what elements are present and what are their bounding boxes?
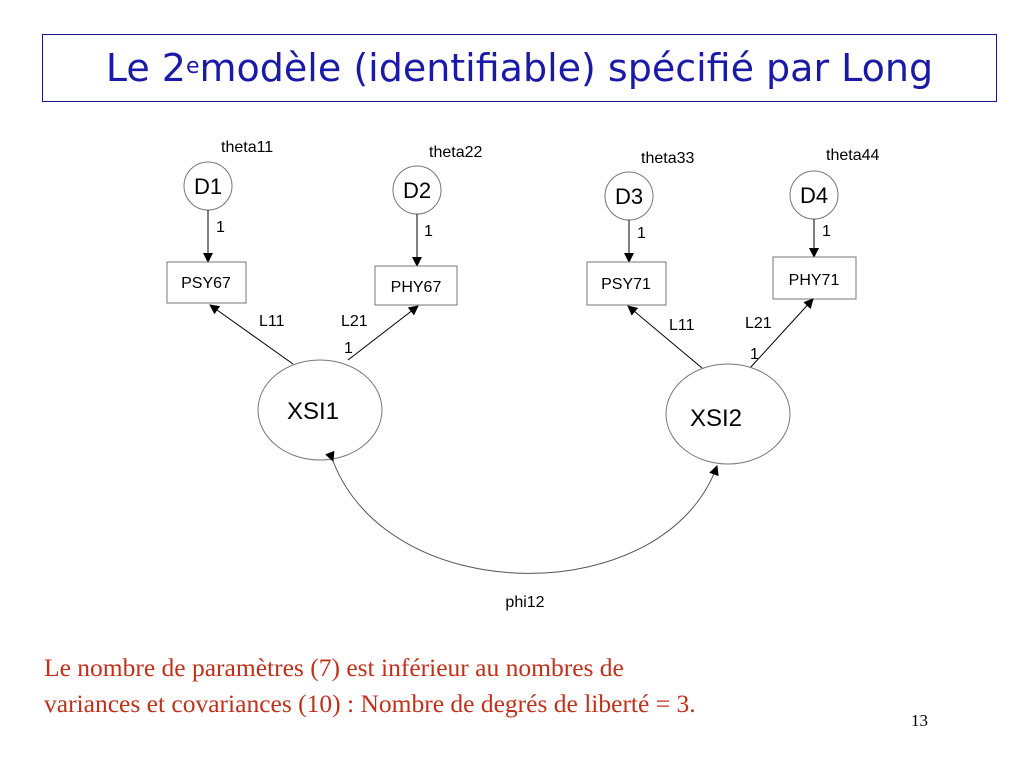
coef-d3: 1 [637, 225, 646, 242]
indicator-psy71: PSY71 [586, 261, 667, 306]
theta-label-4: theta44 [826, 147, 879, 164]
indicator-psy67-label: PSY67 [181, 275, 231, 292]
covariance-curve [325, 450, 719, 574]
title-superscript: e [185, 53, 200, 79]
disturbance-d4: D4 [789, 170, 839, 220]
coef-d1: 1 [216, 219, 225, 236]
theta-label-1: theta11 [221, 139, 273, 156]
indicator-phy67-label: PHY67 [391, 279, 442, 296]
page-number: 13 [911, 711, 928, 730]
theta-label-3: theta33 [641, 150, 694, 167]
disturbance-d2: D2 [392, 165, 442, 215]
loading-label-2: L21 [341, 313, 368, 330]
loading-xsi2-phy71 [749, 298, 814, 369]
indicator-phy67: PHY67 [374, 265, 458, 306]
latent-xsi1-label: XSI1 [287, 398, 339, 425]
indicator-phy71-label: PHY71 [789, 272, 840, 289]
caption-line-1: Le nombre de paramètres (7) est inférieu… [44, 653, 624, 682]
loading-label-1: L11 [259, 313, 285, 330]
loading-xsi1-phy67 [347, 305, 419, 361]
loading-xsi2-psy71 [627, 305, 703, 369]
disturbance-d2-label: D2 [403, 178, 431, 203]
loading-coef-4: 1 [750, 346, 759, 363]
title-suffix: modèle (identifiable) spécifié par Long [199, 46, 934, 90]
loading-label-4: L21 [745, 315, 772, 332]
disturbance-d3: D3 [604, 171, 654, 221]
caption-line-2: variances et covariances (10) : Nombre d… [44, 689, 696, 718]
loading-coef-2: 1 [344, 340, 353, 357]
coef-d4: 1 [822, 223, 831, 240]
disturbance-d3-label: D3 [615, 184, 643, 209]
title-prefix: Le 2 [105, 46, 186, 90]
caption-text: Le nombre de paramètres (7) est inférieu… [44, 650, 944, 722]
disturbance-d1-label: D1 [194, 174, 222, 199]
indicator-psy71-label: PSY71 [601, 276, 651, 293]
coef-d2: 1 [424, 223, 433, 240]
disturbance-d4-label: D4 [800, 183, 828, 208]
theta-label-2: theta22 [429, 144, 482, 161]
loading-label-3: L11 [669, 317, 695, 334]
latent-xsi2: XSI2 [665, 363, 791, 465]
loading-xsi1-psy67 [209, 304, 294, 365]
indicator-psy67: PSY67 [166, 261, 247, 304]
disturbance-d1: D1 [183, 161, 233, 211]
latent-xsi2-label: XSI2 [690, 405, 742, 432]
latent-xsi1: XSI1 [257, 359, 383, 461]
indicator-phy71: PHY71 [772, 256, 857, 300]
covariance-label: phi12 [505, 594, 544, 611]
